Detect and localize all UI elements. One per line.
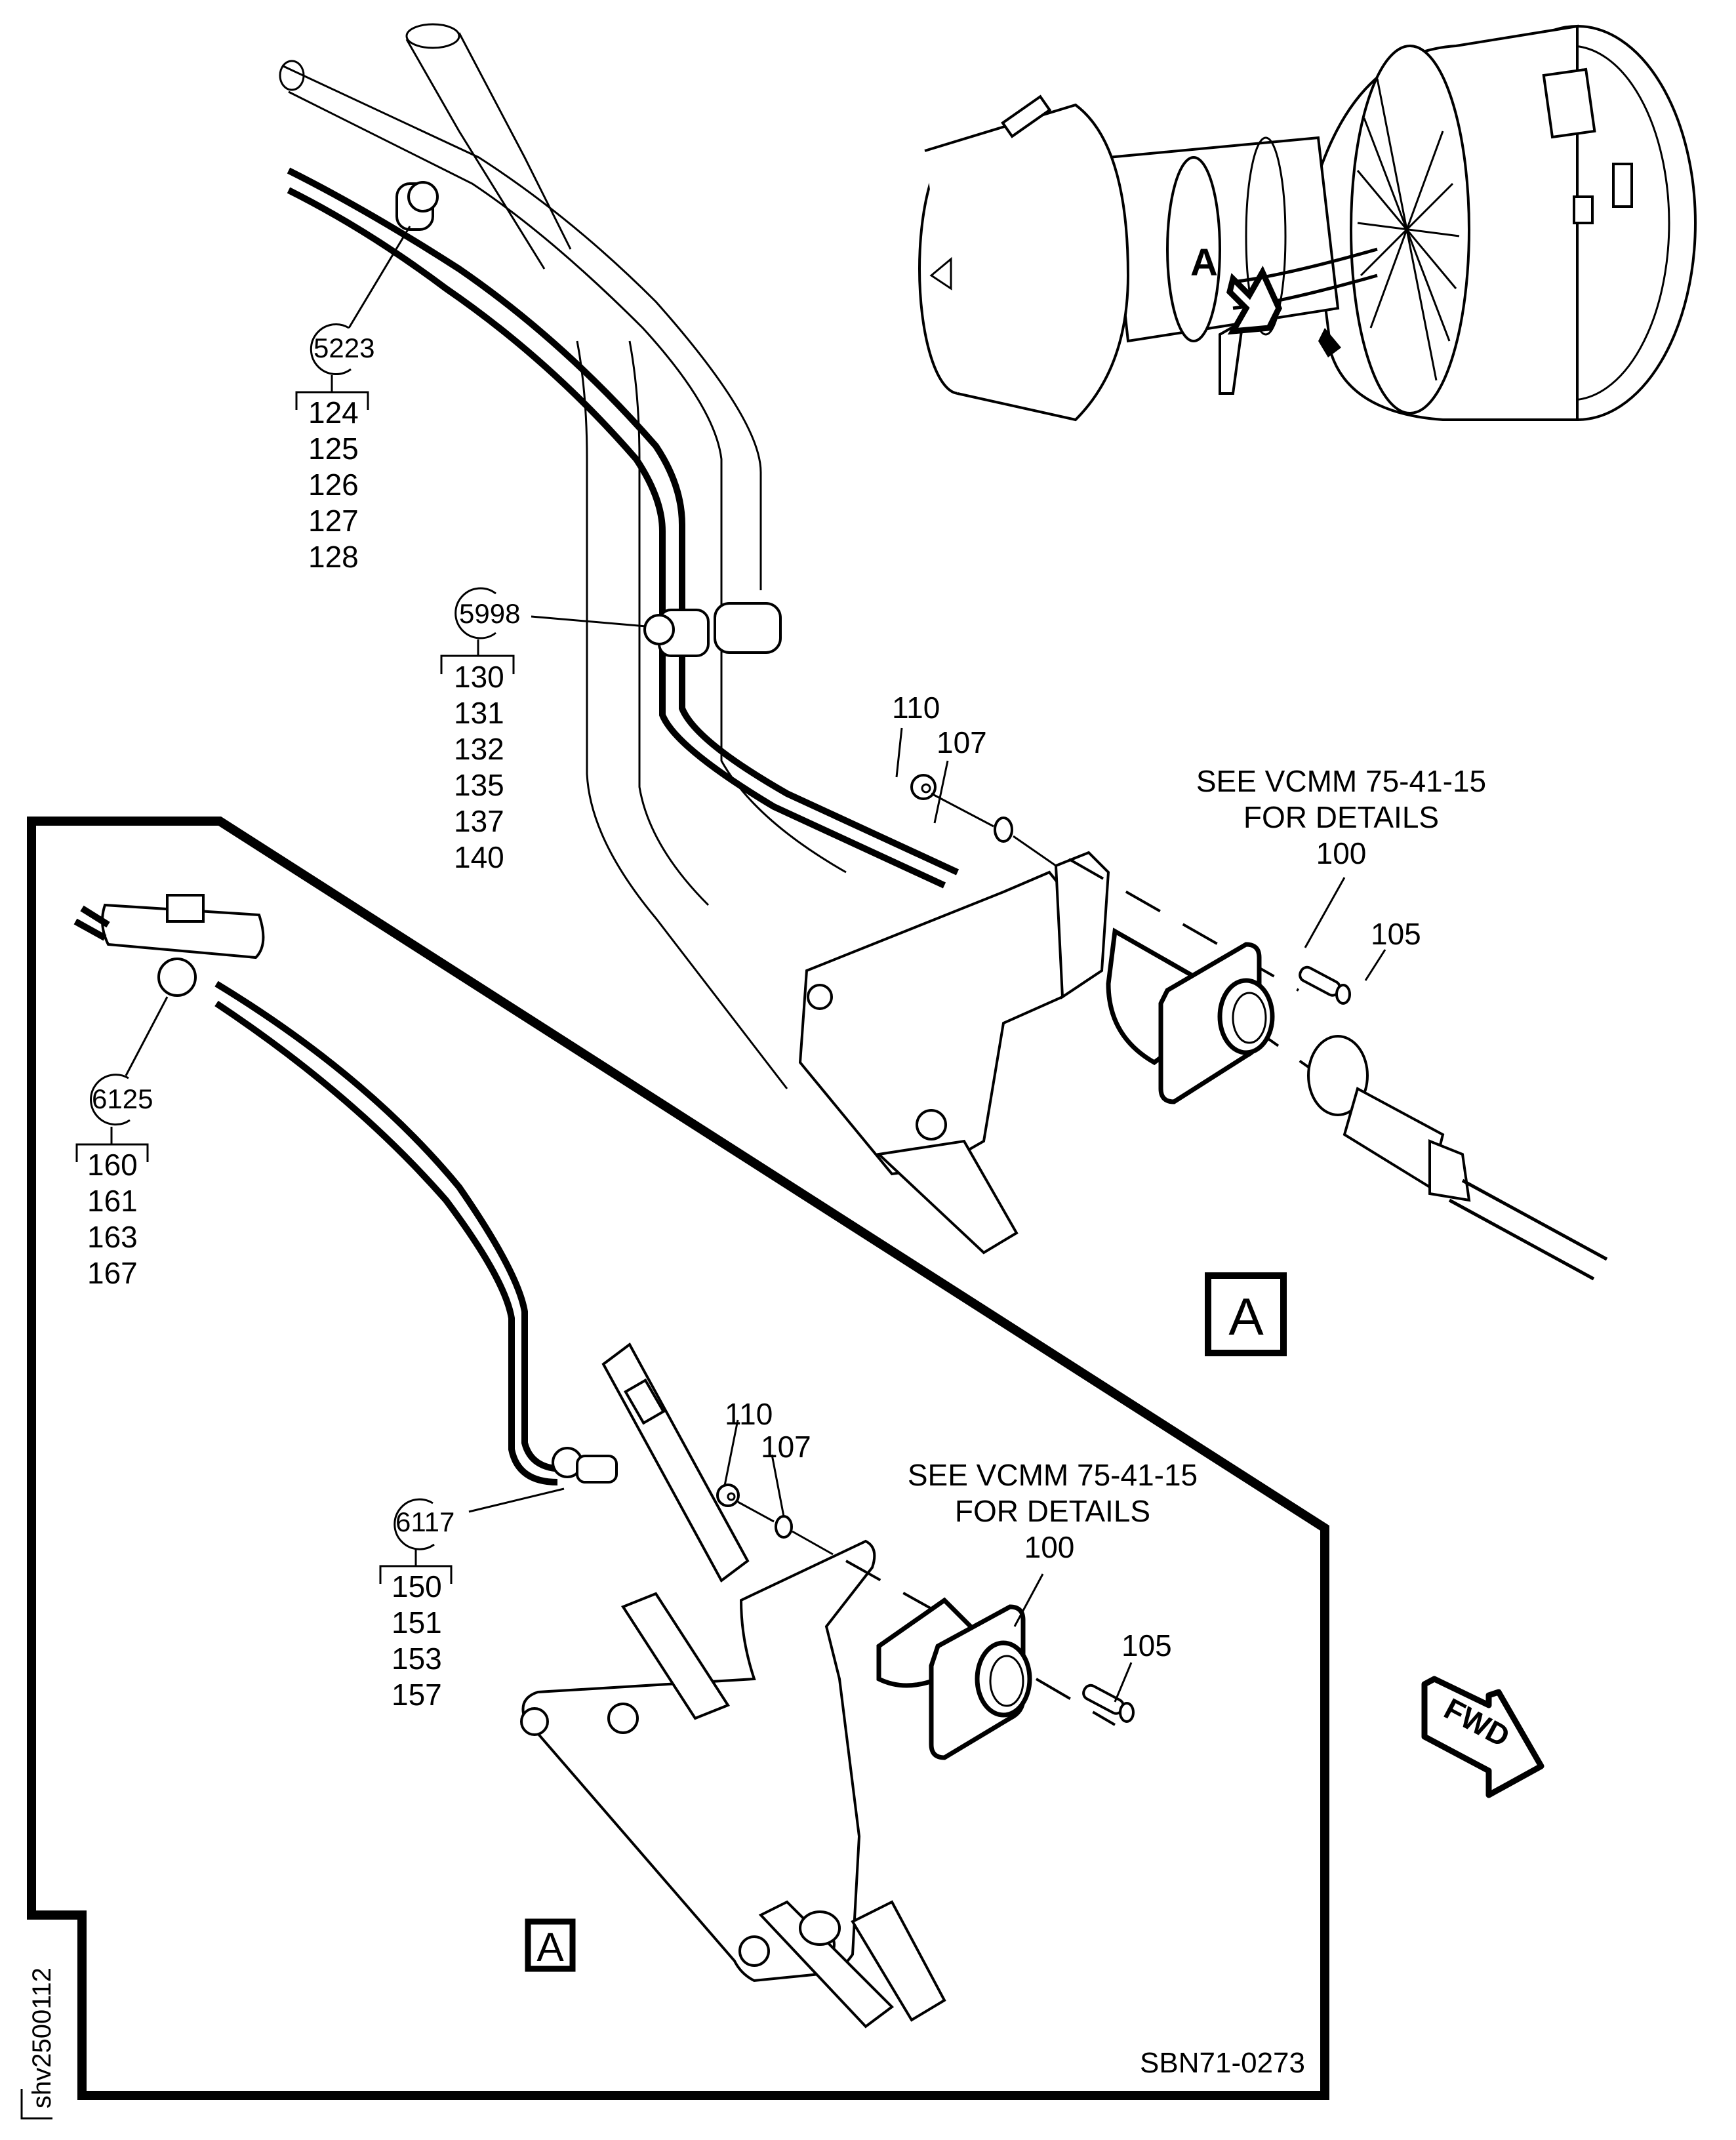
engine-locator-illustration: A <box>918 24 1697 422</box>
nut-110-detail <box>716 1484 740 1507</box>
item-number: 128 <box>308 540 359 574</box>
item-number: 153 <box>392 1642 442 1676</box>
callout-6125-label: 6125 <box>92 1083 153 1114</box>
label-110: 110 <box>892 691 940 725</box>
item-number: 125 <box>308 432 359 466</box>
vcmm-reference-note-line2: FOR DETAILS <box>955 1494 1150 1528</box>
callout-6117: 6117 150 151 153 157 <box>379 1487 565 1712</box>
item-number: 135 <box>454 768 504 802</box>
item-number: 124 <box>308 395 359 430</box>
item-number: 151 <box>392 1605 442 1640</box>
vcmm-reference-note-line2: FOR DETAILS <box>1243 800 1439 834</box>
item-number: 150 <box>392 1569 442 1604</box>
detail-part-labels: 110 107 SEE VCMM 75-41-15 FOR DETAILS 10… <box>723 1397 1198 1703</box>
document-reference: SBN71-0273 <box>1140 2047 1305 2079</box>
callout-5223: 5223 124 125 126 127 128 <box>295 226 411 574</box>
view-a-tag-detail: A <box>525 1918 576 1972</box>
item-number: 140 <box>454 840 504 874</box>
item-number: 157 <box>392 1678 442 1712</box>
washer-107-part <box>994 817 1013 843</box>
item-number: 132 <box>454 732 504 766</box>
main-view-pipes <box>279 23 959 1089</box>
vcmm-reference-note: SEE VCMM 75-41-15 <box>1196 764 1486 798</box>
item-number: 160 <box>87 1148 138 1182</box>
item-number: 126 <box>308 468 359 502</box>
connector-100-detail <box>876 1597 1032 1760</box>
locator-arrow-icon <box>1226 266 1282 335</box>
detail-view-bracket-assembly <box>520 1484 1135 2029</box>
label-105: 105 <box>1371 917 1421 951</box>
item-number: 137 <box>454 804 504 838</box>
vcmm-reference-note: SEE VCMM 75-41-15 <box>908 1458 1198 1492</box>
callout-6117-label: 6117 <box>395 1506 454 1537</box>
callout-6125: 6125 160 161 163 167 <box>75 996 169 1290</box>
locator-view-label: A <box>1190 241 1218 284</box>
label-100: 100 <box>1024 1530 1075 1564</box>
sheet-id-stamp: shv2500112 <box>20 1968 56 2120</box>
washer-107-detail <box>775 1515 793 1539</box>
detail-view-frame <box>27 817 1329 2100</box>
nut-110-part <box>910 774 937 800</box>
item-number: 127 <box>308 504 359 538</box>
connector-100-part <box>1106 927 1275 1104</box>
label-105: 105 <box>1121 1628 1172 1663</box>
view-a-tag-main: A <box>1205 1272 1287 1356</box>
item-number: 131 <box>454 696 504 730</box>
item-number: 167 <box>87 1256 138 1290</box>
bolt-105-detail <box>1082 1684 1135 1723</box>
item-number: 163 <box>87 1220 138 1254</box>
callout-5998-label: 5998 <box>459 598 520 629</box>
fwd-arrow-icon: FWD <box>1421 1676 1544 1798</box>
item-number: 130 <box>454 660 504 694</box>
mating-plug <box>1307 1035 1608 1281</box>
bolt-105-part <box>1299 965 1351 1005</box>
callout-5223-label: 5223 <box>313 333 374 363</box>
sheet-id: shv2500112 <box>28 1968 56 2109</box>
item-number: 161 <box>87 1184 138 1218</box>
svg-text:A: A <box>536 1925 564 1970</box>
main-view-bracket-assembly <box>798 774 1608 1281</box>
label-100: 100 <box>1316 836 1367 870</box>
detail-view-pipes <box>73 894 750 1583</box>
callout-5998: 5998 130 131 132 135 137 140 <box>440 587 647 874</box>
svg-text:A: A <box>1228 1287 1264 1346</box>
label-110: 110 <box>725 1397 773 1431</box>
main-part-labels: 110 107 SEE VCMM 75-41-15 FOR DETAILS 10… <box>892 691 1486 981</box>
label-107: 107 <box>761 1430 811 1464</box>
label-107: 107 <box>937 725 987 759</box>
